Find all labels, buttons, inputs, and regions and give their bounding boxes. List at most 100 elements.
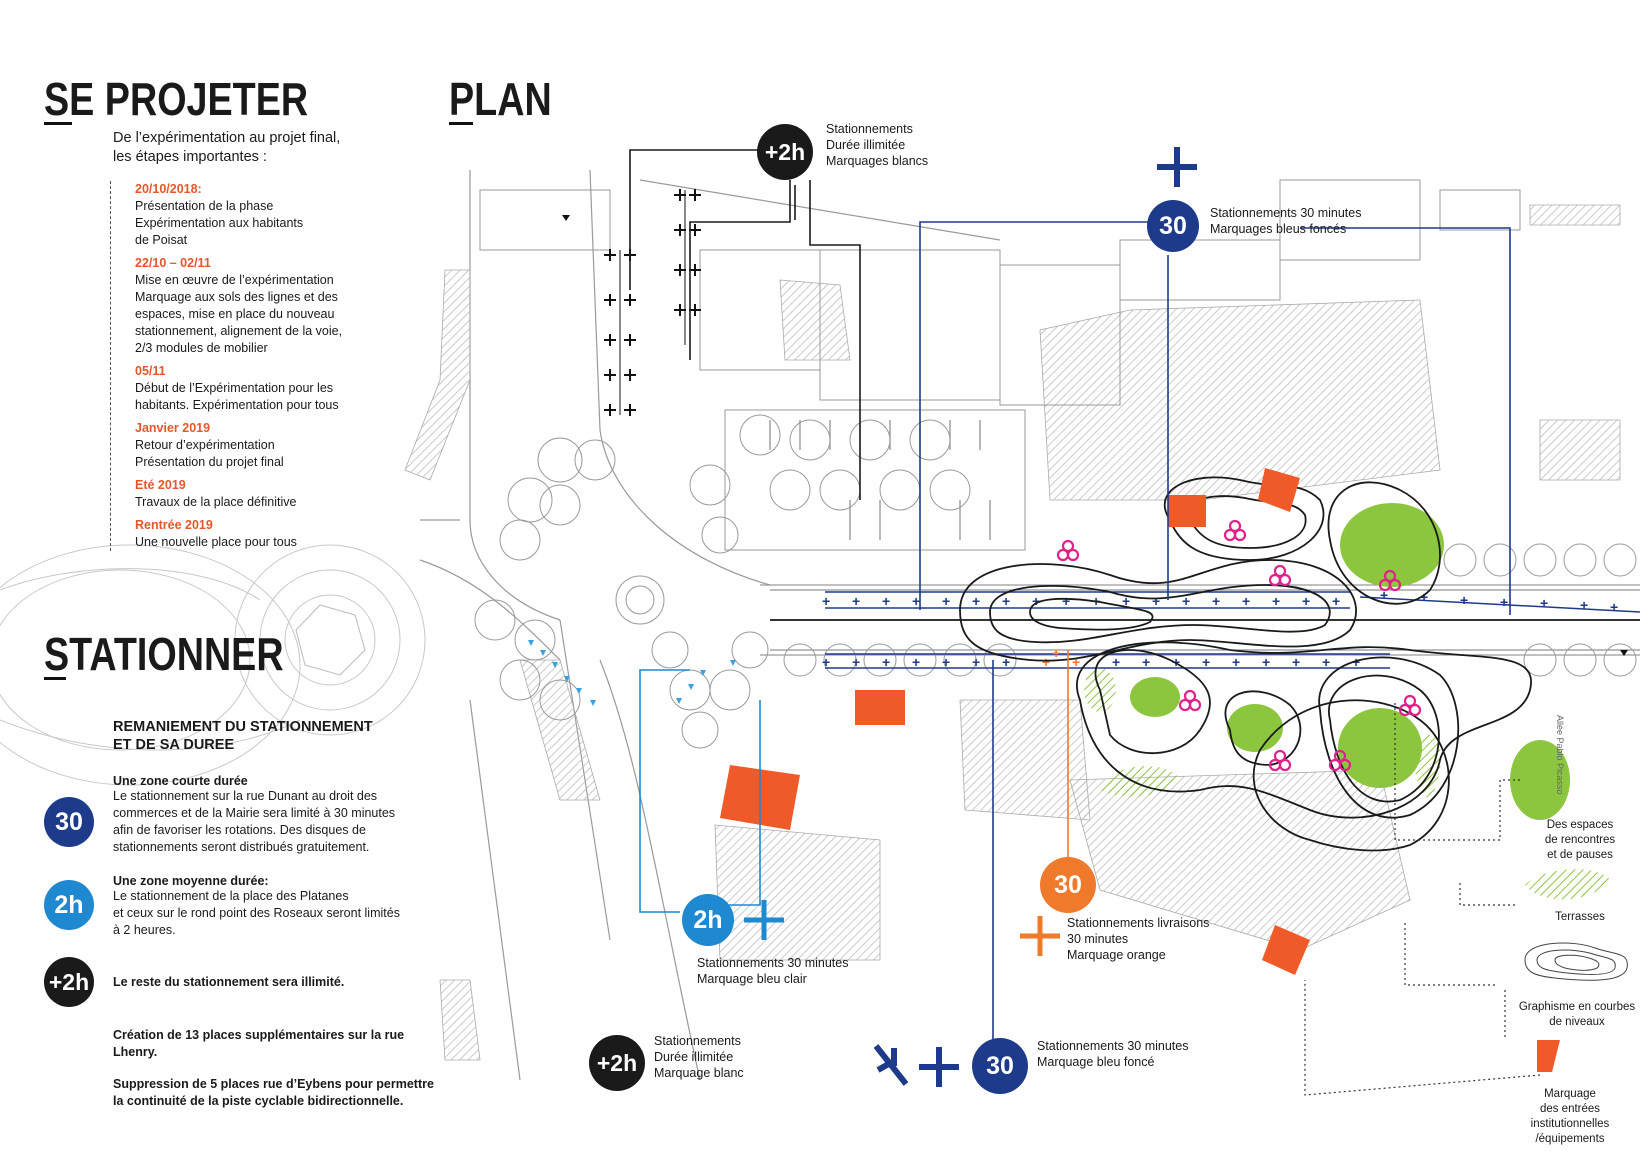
badge-text: 30	[55, 807, 83, 836]
note-line: Suppression de 5 places rue d’Eybens pou…	[113, 1077, 434, 1091]
callout-line: Stationnements	[826, 122, 913, 136]
zone-heading: Une zone courte durée	[113, 774, 248, 788]
svg-text:+: +	[1302, 593, 1310, 609]
callout-line: Marquage orange	[1067, 948, 1166, 962]
svg-text:+: +	[1052, 645, 1060, 661]
badge-30: 30	[44, 797, 94, 847]
timeline-text: Travaux de la place définitive	[135, 495, 297, 509]
callout-line: Marquage blanc	[654, 1066, 744, 1080]
callout-top-black: Stationnements Durée illimitée Marquages…	[826, 121, 928, 169]
badge-text: 30	[986, 1051, 1014, 1080]
zone-text: à 2 heures.	[113, 923, 176, 937]
note-line: Création de 13 places supplémentaires su…	[113, 1028, 405, 1042]
intro-line-1: De l’expérimentation au projet final,	[113, 130, 341, 146]
svg-text:+: +	[1540, 595, 1548, 611]
callout-line: Stationnements livraisons	[1067, 916, 1210, 930]
badge-text: 30	[1159, 211, 1187, 240]
subtitle-line-2: ET DE SA DUREE	[113, 737, 235, 753]
timeline-item: Rentrée 2019 Une nouvelle place pour tou…	[111, 517, 391, 551]
timeline-item: 20/10/2018: Présentation de la phase Exp…	[111, 181, 391, 249]
timeline-text: Début de l’Expérimentation pour les	[135, 381, 334, 395]
svg-text:+: +	[1272, 593, 1280, 609]
svg-text:+: +	[1152, 593, 1160, 609]
svg-text:+: +	[1062, 593, 1070, 609]
timeline-text: Mise en œuvre de l’expérimentation	[135, 273, 334, 287]
timeline-text: espaces, mise en place du nouveau	[135, 307, 335, 321]
badge-2h: 2h	[44, 880, 94, 930]
badge-text: 30	[1054, 870, 1082, 899]
badge-plus-2h: +2h	[44, 957, 94, 1007]
legend-line: de rencontres	[1544, 834, 1616, 846]
legend-entrees: Marquage des entrées institutionnelles /…	[1505, 1087, 1635, 1147]
stationnement-subtitle: REMANIEMENT DU STATIONNEMENT ET DE SA DU…	[113, 718, 373, 754]
legend-line: des entrées	[1539, 1103, 1601, 1115]
badge-plus-2h-top: +2h	[757, 124, 813, 180]
timeline-text: 2/3 modules de mobilier	[135, 341, 268, 355]
svg-text:+: +	[1610, 599, 1618, 615]
note-line: la continuité de la piste cyclable bidir…	[113, 1094, 404, 1108]
timeline-date: Eté 2019	[135, 478, 186, 492]
badge-30-bottom: 30	[972, 1038, 1028, 1094]
zone-text: commerces et de la Mairie sera limité à …	[113, 806, 396, 820]
title-underline	[44, 677, 66, 680]
street-label: Allée Pablo Picasso	[1555, 715, 1565, 795]
svg-text:+: +	[882, 593, 890, 609]
svg-text:+: +	[942, 593, 950, 609]
svg-text:+: +	[822, 593, 830, 609]
timeline-item: Janvier 2019 Retour d’expérimentation Pr…	[111, 420, 391, 471]
svg-text:+: +	[1002, 654, 1010, 670]
timeline-text: Marquage aux sols des lignes et des	[135, 290, 338, 304]
callout-line: Marquage bleu foncé	[1037, 1055, 1155, 1069]
section-title-se-projeter: SE PROJETER	[44, 73, 309, 125]
note-creation: Création de 13 places supplémentaires su…	[113, 1027, 404, 1061]
timeline-date: Janvier 2019	[135, 421, 211, 435]
callout-line: Marquage bleu clair	[697, 972, 807, 986]
callout-orange: Stationnements livraisons 30 minutes Mar…	[1067, 915, 1209, 963]
legend-line: Graphisme en courbes	[1518, 1001, 1636, 1013]
section-title-plan: PLAN	[449, 73, 552, 125]
svg-text:+: +	[1032, 593, 1040, 609]
title-underline	[44, 122, 72, 125]
svg-text:+: +	[1352, 654, 1360, 670]
badge-text: 2h	[54, 890, 84, 919]
legend-line: de niveaux	[1549, 1016, 1605, 1028]
svg-text:+: +	[1042, 654, 1050, 670]
callout-lightblue: Stationnements 30 minutes Marquage bleu …	[697, 955, 848, 987]
zone-text: Le stationnement sur la rue Dunant au dr…	[113, 789, 378, 803]
svg-text:+: +	[1112, 654, 1120, 670]
svg-text:+: +	[1002, 593, 1010, 609]
timeline-item: Eté 2019 Travaux de la place définitive	[111, 477, 391, 511]
callout-line: Stationnements	[654, 1034, 741, 1048]
svg-text:+: +	[912, 654, 920, 670]
note-line: Lhenry.	[113, 1045, 158, 1059]
timeline: 20/10/2018: Présentation de la phase Exp…	[110, 181, 391, 551]
legend-line: et de pauses	[1547, 849, 1613, 861]
note-suppression: Suppression de 5 places rue d’Eybens pou…	[113, 1076, 434, 1110]
svg-text:+: +	[1420, 589, 1428, 605]
svg-text:+: +	[1322, 654, 1330, 670]
timeline-text: stationnement, alignement de la voie,	[135, 324, 343, 338]
plus-icon	[1020, 916, 1060, 956]
legend-line: /équipements	[1535, 1133, 1605, 1145]
svg-text:+: +	[1202, 654, 1210, 670]
section-title-stationner: STATIONNER	[44, 628, 284, 680]
legend-green-spaces: Des espaces de rencontres et de pauses	[1525, 818, 1635, 863]
callout-top-blue: Stationnements 30 minutes Marquages bleu…	[1210, 205, 1361, 237]
badge-plus-2h-bottom: +2h	[589, 1035, 645, 1091]
callout-line: Durée illimitée	[654, 1050, 734, 1064]
svg-text:+: +	[1122, 593, 1130, 609]
badge-text: 2h	[693, 905, 723, 934]
svg-text:+: +	[1182, 593, 1190, 609]
svg-text:+: +	[1460, 592, 1468, 608]
callout-line: Marquages blancs	[826, 154, 929, 168]
svg-text:+: +	[1500, 594, 1508, 610]
badge-text: +2h	[48, 968, 90, 995]
svg-text:+: +	[912, 593, 920, 609]
badge-text: +2h	[764, 138, 806, 165]
intro-line-2: les étapes importantes :	[113, 149, 267, 165]
timeline-date: 05/11	[135, 364, 166, 378]
plus-icon	[919, 1047, 959, 1087]
callout-line: Stationnements 30 minutes	[697, 956, 849, 970]
timeline-text: Présentation du projet final	[135, 455, 284, 469]
zone-short: Une zone courte durée Le stationnement s…	[113, 774, 403, 856]
